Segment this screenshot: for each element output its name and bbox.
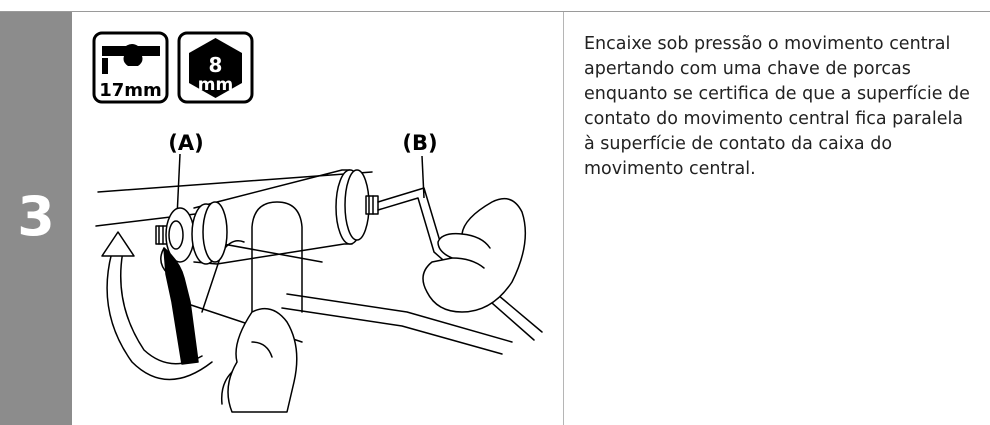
hex-size-number: 8 (209, 53, 223, 77)
step-number: 3 (17, 185, 55, 248)
wrench-icon (102, 44, 160, 66)
instruction-text: Encaixe sob pressão o movimento central … (584, 34, 970, 179)
callout-a-label: (A) (168, 131, 203, 155)
bottom-bracket-drawing (95, 169, 543, 413)
wrench-size-label: 17mm (99, 80, 162, 101)
installation-illustration: 17mm 8 mm (A) (B) (92, 31, 543, 413)
hex-key-tool-badge: 8 mm (177, 31, 254, 104)
hex-size-unit: mm (198, 75, 233, 95)
callout-b-label: (B) (402, 131, 437, 155)
wrench-tool-badge: 17mm (92, 31, 169, 104)
step-bar (0, 12, 72, 425)
column-divider (563, 12, 564, 425)
top-rule (0, 11, 990, 12)
callout-b-leader (421, 155, 425, 199)
hex-key-icon (189, 38, 242, 98)
